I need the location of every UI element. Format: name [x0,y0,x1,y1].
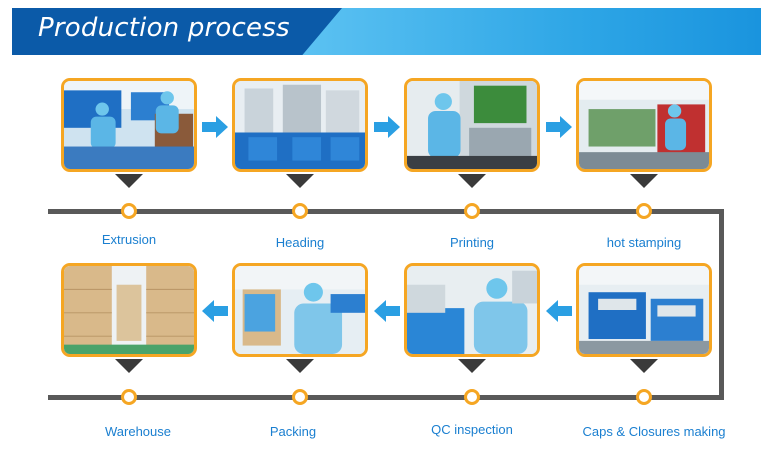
pointer-extrusion [115,174,143,188]
pointer-warehouse [115,359,143,373]
timeline-node [292,389,308,405]
timeline-node [464,389,480,405]
warehouse-photo [61,263,197,357]
timeline-track-top [48,209,724,214]
printing-photo [404,78,540,172]
step-label-warehouse: Warehouse [105,424,171,439]
banner-dark-panel [12,8,342,55]
step-label-hot-stamping: hot stamping [606,235,682,250]
pointer-printing [458,174,486,188]
pointer-packing [286,359,314,373]
pointer-hot-stamping [630,174,658,188]
step-label-printing: Printing [449,235,495,250]
qc-inspection-photo [404,263,540,357]
pointer-caps-closures [630,359,658,373]
timeline-track-right [719,209,724,399]
timeline-node [464,203,480,219]
step-label-caps-closures: Caps & Closures making [582,424,726,439]
hot-stamping-photo [576,78,712,172]
timeline-node [121,203,137,219]
timeline-node [292,203,308,219]
step-label-extrusion: Extrusion [101,232,157,247]
step-label-qc-inspection: QC inspection [431,422,513,437]
arrow-left-icon [374,300,400,322]
pointer-heading [286,174,314,188]
banner-light-stripe [300,8,761,55]
arrow-right-icon [546,116,572,138]
step-label-packing: Packing [269,424,317,439]
heading-photo [232,78,368,172]
pointer-qc-inspection [458,359,486,373]
arrow-right-icon [202,116,228,138]
step-label-heading: Heading [275,235,325,250]
timeline-node [121,389,137,405]
arrow-left-icon [202,300,228,322]
page-title: Production process [38,13,290,43]
timeline-track-bottom [48,395,724,400]
caps-closures-photo [576,263,712,357]
timeline-node [636,389,652,405]
arrow-right-icon [374,116,400,138]
timeline-node [636,203,652,219]
packing-photo [232,263,368,357]
arrow-left-icon [546,300,572,322]
extrusion-photo [61,78,197,172]
